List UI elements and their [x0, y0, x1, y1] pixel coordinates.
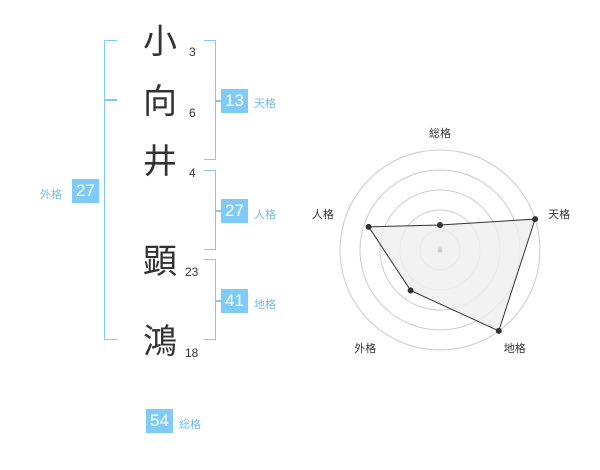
gaikaku-bracket	[104, 40, 117, 340]
chikaku-bracket-tick	[215, 300, 221, 302]
stroke-count-5: 18	[185, 346, 199, 360]
tenkaku-bracket-tick	[215, 100, 221, 102]
radar-point-1	[437, 222, 443, 228]
tenkaku-value-badge: 13	[221, 89, 248, 113]
gaikaku-bracket-mid-tick	[104, 99, 117, 101]
radar-grid-ring-5	[339, 149, 541, 351]
tenkaku-label: 天格	[254, 97, 276, 110]
stroke-count-1: 3	[189, 45, 196, 59]
jinkaku-value-badge: 27	[221, 199, 248, 223]
radar-point-2	[532, 216, 539, 223]
stroke-count-3: 4	[189, 166, 196, 180]
name-char-2: 向	[143, 82, 177, 122]
radar-point-4	[407, 287, 414, 294]
soukaku-label: 総格	[179, 418, 201, 431]
radar-center-dot	[437, 247, 443, 253]
radar-axis-label-1: 総格	[429, 126, 451, 140]
gaikaku-label: 外格	[40, 188, 62, 201]
radar-axis-label-4: 外格	[354, 341, 376, 355]
gaikaku-value-badge: 27	[72, 179, 99, 203]
radar-axis-label-2: 天格	[548, 207, 570, 221]
radar-point-3	[495, 327, 502, 334]
stroke-count-4: 23	[185, 265, 199, 279]
name-char-3: 井	[143, 142, 177, 182]
name-char-1: 小	[143, 22, 177, 62]
stroke-count-2: 6	[189, 106, 196, 120]
radar-axis-label-5: 人格	[312, 207, 334, 221]
radar-series-area	[367, 218, 536, 332]
name-char-5: 鴻	[143, 322, 177, 362]
jinkaku-label: 人格	[254, 208, 276, 221]
chikaku-bracket	[204, 259, 216, 340]
soukaku-value-badge: 54	[146, 409, 173, 433]
chikaku-label: 地格	[254, 298, 276, 311]
name-char-4: 顕	[143, 242, 177, 282]
radar-point-5	[365, 223, 372, 230]
chikaku-value-badge: 41	[221, 289, 248, 313]
jinkaku-bracket-tick	[215, 210, 221, 212]
radar-axis-label-3: 地格	[504, 341, 526, 355]
